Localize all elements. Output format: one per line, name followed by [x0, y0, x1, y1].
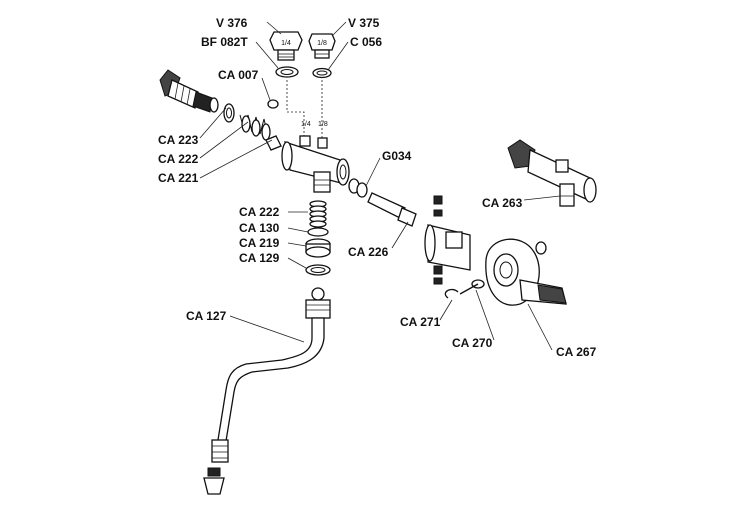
- washer-c056: [312, 67, 332, 79]
- screw-ca270: [459, 279, 485, 295]
- label-v375: V 375: [348, 16, 380, 30]
- label-ca223: CA 223: [158, 133, 199, 147]
- label-bf082t: BF 082T: [201, 35, 248, 49]
- plug-v375: 1/8: [308, 33, 336, 59]
- label-ca222-lower: CA 222: [239, 205, 280, 219]
- assembly-ca263: [507, 139, 597, 207]
- jet-ca007: [267, 99, 279, 109]
- lever-housing: [424, 195, 471, 285]
- washer-ca130: [307, 227, 329, 237]
- clip-ca271: [444, 288, 459, 299]
- spring-ca221: [239, 114, 282, 151]
- label-ca130: CA 130: [239, 221, 280, 235]
- label-g034: G034: [382, 149, 412, 163]
- orings-g034: [348, 178, 368, 198]
- fitting-ca223: [159, 69, 219, 113]
- valve-body: 1/4 1/8: [281, 121, 350, 193]
- washer-bf082t: [275, 66, 299, 78]
- wand-ca127: [203, 287, 331, 495]
- lever-ca267: [485, 238, 567, 306]
- plug-v376: 1/4: [269, 31, 303, 61]
- label-ca219: CA 219: [239, 236, 280, 250]
- oring-ca222-left: [223, 103, 235, 123]
- label-ca221: CA 221: [158, 171, 199, 185]
- port-quarter-mark: 1/4: [301, 121, 311, 128]
- label-ca129: CA 129: [239, 251, 280, 265]
- port-eighth-mark: 1/8: [318, 121, 328, 128]
- label-v376: V 376: [216, 16, 248, 30]
- leader-lines: [199, 21, 561, 351]
- callouts: V 376 BF 082T V 375 C 056 CA 007 CA 223 …: [158, 16, 597, 359]
- oring-ca129: [305, 264, 331, 276]
- label-ca127: CA 127: [186, 309, 227, 323]
- cap-eighth-mark: 1/8: [317, 40, 327, 47]
- pin-ca226: [367, 192, 417, 227]
- label-ca263: CA 263: [482, 196, 523, 210]
- label-ca226: CA 226: [348, 245, 389, 259]
- seal-ca219: [305, 238, 331, 258]
- label-ca270: CA 270: [452, 336, 493, 350]
- spring-ca222-lower: [309, 200, 327, 228]
- label-c056: C 056: [350, 35, 382, 49]
- label-ca007: CA 007: [218, 68, 259, 82]
- cap-quarter-mark: 1/4: [281, 40, 291, 47]
- label-ca222-upper: CA 222: [158, 152, 199, 166]
- label-ca271: CA 271: [400, 315, 441, 329]
- label-ca267: CA 267: [556, 345, 597, 359]
